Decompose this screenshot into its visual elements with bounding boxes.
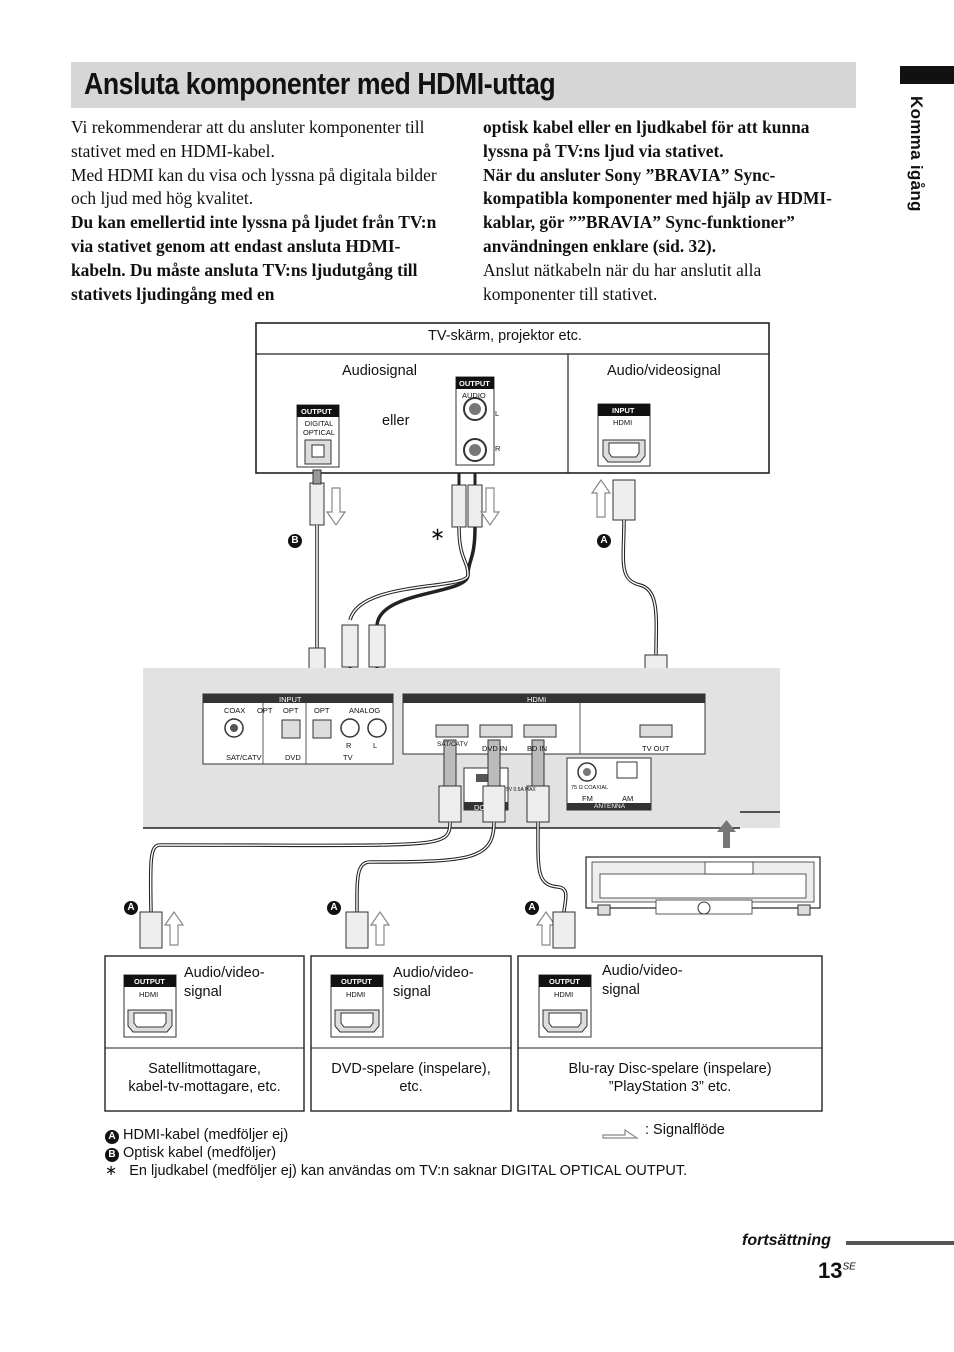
- device2-name: DVD-spelare (inspelare), etc.: [331, 1061, 491, 1095]
- intro-paragraph-1: Vi rekommenderar att du ansluter kompone…: [71, 117, 425, 161]
- device-boxes: [104, 955, 823, 1112]
- marker-a-dvd: A: [327, 897, 341, 915]
- coaxial-label: 75 Ω COAXIAL: [571, 785, 609, 791]
- right-paragraph-1: optisk kabel eller en ljudkabel för att …: [483, 117, 810, 161]
- tv-box: [255, 322, 770, 474]
- panel-l-label: L: [373, 741, 378, 750]
- panel-r-label: R: [346, 741, 352, 750]
- right-paragraph-3: Anslut nätkabeln när du har anslutit all…: [483, 259, 762, 304]
- hdmi-input-label: INPUT: [612, 406, 635, 415]
- tv-hdmi-label: HDMI: [613, 418, 633, 427]
- marker-a-sat: A: [124, 897, 138, 915]
- legend-b: B Optisk kabel (medföljer): [105, 1145, 276, 1162]
- device2-signal-label: Audio/video- signal: [393, 965, 474, 1000]
- hdmi-sat-catv-label: SAT/CATV: [437, 741, 468, 748]
- page-title: Ansluta komponenter med HDMI-uttag: [84, 66, 556, 101]
- panel-dvd-label: DVD: [285, 753, 301, 762]
- marker-a-tv: A: [597, 530, 611, 548]
- audio-label: AUDIO: [462, 391, 486, 400]
- tv-box-title: TV-skärm, projektor etc.: [428, 328, 582, 344]
- panel-sat-catv-label: SAT/CATV: [226, 753, 262, 762]
- intro-paragraph-3: Du kan emellertid inte lyssna på ljudet …: [71, 212, 437, 304]
- av-signal-label: Audio/videosignal: [607, 363, 721, 379]
- continued-label: fortsättning: [742, 1232, 831, 1249]
- panel-opt3-label: OPT: [314, 706, 330, 715]
- side-tab-marker: [900, 66, 954, 84]
- digital-optical-label: DIGITAL OPTICAL: [302, 419, 336, 437]
- hdmi-dvd-in-label: DVD IN: [482, 744, 508, 753]
- hdmi-tv-out-label: TV OUT: [642, 744, 670, 753]
- panel-tv-label: TV: [343, 753, 353, 762]
- stand-illustration: [585, 820, 821, 916]
- side-tab-label: Komma igång: [907, 96, 926, 212]
- audio-output-label: OUTPUT: [459, 379, 490, 388]
- device1-output-label: OUTPUT: [134, 977, 165, 986]
- am-label: AM: [622, 794, 634, 803]
- device3-name: Blu-ray Disc-spelare (inspelare) ”PlaySt…: [568, 1061, 772, 1095]
- panel-hdmi-label: HDMI: [527, 695, 547, 704]
- device-cables: [139, 739, 576, 949]
- optical-output-label: OUTPUT: [301, 407, 332, 416]
- device3-signal-label: Audio/video- signal: [602, 963, 683, 998]
- signal-arrows: [163, 478, 612, 946]
- marker-a-bd: A: [525, 897, 539, 915]
- right-paragraph-2: När du ansluter Sony ”BRAVIA” Sync-kompa…: [483, 164, 832, 256]
- marker-asterisk: ∗: [430, 524, 446, 544]
- signal-flow-arrow-icon: [602, 1128, 639, 1139]
- device2-hdmi-label: HDMI: [346, 990, 366, 999]
- antenna-label: ANTENNA: [594, 803, 626, 810]
- fm-label: FM: [582, 794, 593, 803]
- intro-paragraph-2: Med HDMI kan du visa och lyssna på digit…: [71, 164, 437, 209]
- device3-output-label: OUTPUT: [549, 977, 580, 986]
- device2-output-label: OUTPUT: [341, 977, 372, 986]
- panel-analog-label: ANALOG: [349, 706, 381, 715]
- right-column: optisk kabel eller en ljudkabel för att …: [483, 116, 857, 306]
- audio-signal-label: Audiosignal: [342, 363, 417, 379]
- left-column: Vi rekommenderar att du ansluter kompone…: [71, 116, 445, 306]
- device1-hdmi-label: HDMI: [139, 990, 159, 999]
- audio-r-label: R: [495, 444, 501, 453]
- device1-name: Satellitmottagare, kabel-tv-mottagare, e…: [128, 1061, 281, 1095]
- device3-hdmi-label: HDMI: [554, 990, 574, 999]
- panel-opt1-label: OPT: [257, 706, 273, 715]
- continued-rule: [846, 1241, 954, 1245]
- panel-input-label: INPUT: [279, 695, 302, 704]
- legend-asterisk: ∗ En ljudkabel (medföljer ej) kan använd…: [105, 1163, 688, 1179]
- dc-rating-label: 5V 0.5A MAX: [506, 787, 536, 793]
- marker-b-optical: B: [288, 530, 302, 548]
- page-number: 13SE: [818, 1258, 856, 1283]
- title-bar: [71, 62, 856, 108]
- panel-opt2-label: OPT: [283, 706, 299, 715]
- device1-signal-label: Audio/video- signal: [184, 965, 265, 1000]
- hdmi-bd-in-label: BD IN: [527, 744, 548, 753]
- legend-a: A HDMI-kabel (medföljer ej): [105, 1127, 288, 1144]
- audio-l-label: L: [495, 409, 500, 418]
- panel-coax-label: COAX: [224, 706, 246, 715]
- dc-label: DC: [474, 803, 485, 812]
- or-label: eller: [382, 413, 410, 429]
- signal-flow-legend: : Signalflöde: [645, 1122, 725, 1138]
